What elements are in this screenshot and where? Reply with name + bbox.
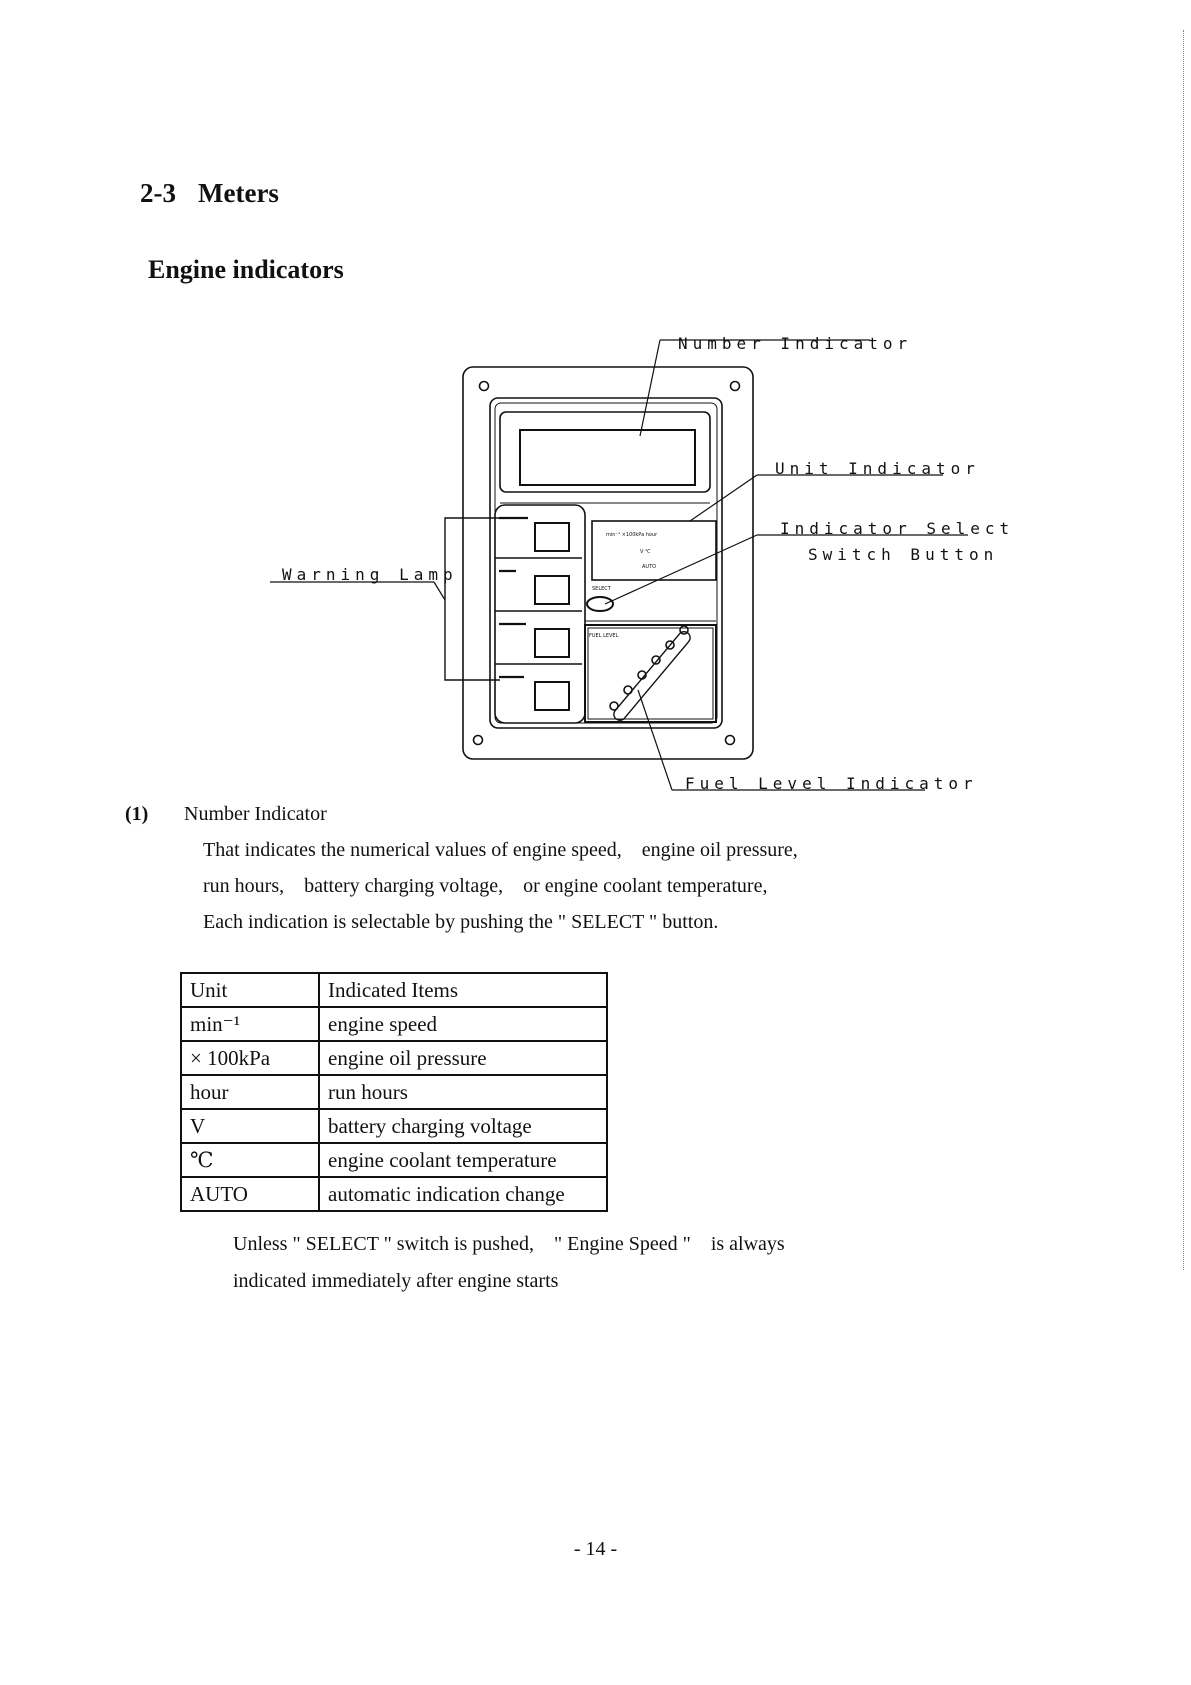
warning-lamp-1 <box>534 522 570 552</box>
table-cell-unit: × 100kPa <box>180 1040 320 1076</box>
panel-fuel-label: FUEL LEVEL <box>589 633 619 639</box>
callout-indicator-select: Indicator Select <box>780 519 1015 538</box>
section-heading: 2-3 Meters <box>140 178 279 209</box>
table-cell-item: run hours <box>318 1074 608 1110</box>
table-row: min⁻¹ engine speed <box>180 1006 608 1042</box>
mount-hole-br <box>724 734 736 746</box>
table-row: hour run hours <box>180 1074 608 1110</box>
unit-indicator-box <box>591 520 717 581</box>
callout-warning-lamp: Warning Lamp <box>282 565 458 584</box>
table-row: × 100kPa engine oil pressure <box>180 1040 608 1076</box>
table-header-items: Indicated Items <box>318 972 608 1008</box>
mount-hole-bl <box>472 734 484 746</box>
warning-lamp-bracket <box>444 517 500 681</box>
lcd-window <box>519 429 696 486</box>
section-number: 2-3 <box>140 178 176 208</box>
item-body-line-2: run hours, battery charging voltage, or … <box>203 875 768 897</box>
panel-unit-label-row1: min⁻¹ ×100kPa hour <box>606 532 658 538</box>
callout-switch-button: Switch Button <box>808 545 999 564</box>
table-cell-unit: min⁻¹ <box>180 1006 320 1042</box>
table-cell-unit: AUTO <box>180 1176 320 1212</box>
engine-indicator-panel-diagram: min⁻¹ ×100kPa hour V ℃ AUTO SELECT FUEL … <box>270 339 968 791</box>
mount-hole-tl <box>478 380 490 392</box>
item-heading: Number Indicator <box>184 803 327 825</box>
unit-table: Unit Indicated Items min⁻¹ engine speed … <box>180 972 608 1212</box>
note-line-1: Unless " SELECT " switch is pushed, " En… <box>233 1233 785 1255</box>
table-cell-item: battery charging voltage <box>318 1108 608 1144</box>
warning-lamp-column <box>494 504 586 724</box>
fuel-level-scale <box>613 630 691 722</box>
item-marker: (1) <box>125 803 149 825</box>
table-row: V battery charging voltage <box>180 1108 608 1144</box>
table-row: AUTO automatic indication change <box>180 1176 608 1212</box>
page-number: - 14 - <box>573 1538 618 1560</box>
section-title: Meters <box>198 178 279 208</box>
table-cell-unit: hour <box>180 1074 320 1110</box>
callout-unit-indicator: Unit Indicator <box>775 459 980 478</box>
table-cell-item: engine speed <box>318 1006 608 1042</box>
table-header-row: Unit Indicated Items <box>180 972 608 1008</box>
warning-lamp-4 <box>534 681 570 711</box>
panel-unit-label-row2: V ℃ <box>640 549 651 555</box>
scan-edge-artifact <box>1183 30 1184 1270</box>
table-header-unit: Unit <box>180 972 320 1008</box>
item-body-line-3: Each indication is selectable by pushing… <box>203 911 719 933</box>
panel-outer-plate <box>462 366 754 760</box>
panel-unit-label-row3: AUTO <box>642 564 656 570</box>
fuel-level-gauge <box>584 624 717 723</box>
panel-select-label: SELECT <box>592 586 612 592</box>
callout-fuel-level-indicator: Fuel Level Indicator <box>685 774 978 793</box>
table-row: ℃ engine coolant temperature <box>180 1142 608 1178</box>
table-cell-item: automatic indication change <box>318 1176 608 1212</box>
item-body-line-1: That indicates the numerical values of e… <box>203 839 798 861</box>
select-button <box>586 596 614 612</box>
callout-number-indicator: Number Indicator <box>678 334 913 353</box>
table-cell-item: engine coolant temperature <box>318 1142 608 1178</box>
lcd-frame <box>499 411 711 493</box>
warning-lamp-2 <box>534 575 570 605</box>
table-cell-unit: V <box>180 1108 320 1144</box>
table-cell-unit: ℃ <box>180 1142 320 1178</box>
panel-bezel <box>489 397 723 729</box>
mount-hole-tr <box>729 380 741 392</box>
table-cell-item: engine oil pressure <box>318 1040 608 1076</box>
note-line-2: indicated immediately after engine start… <box>233 1270 559 1292</box>
warning-lamp-3 <box>534 628 570 658</box>
subsection-title: Engine indicators <box>148 255 344 284</box>
